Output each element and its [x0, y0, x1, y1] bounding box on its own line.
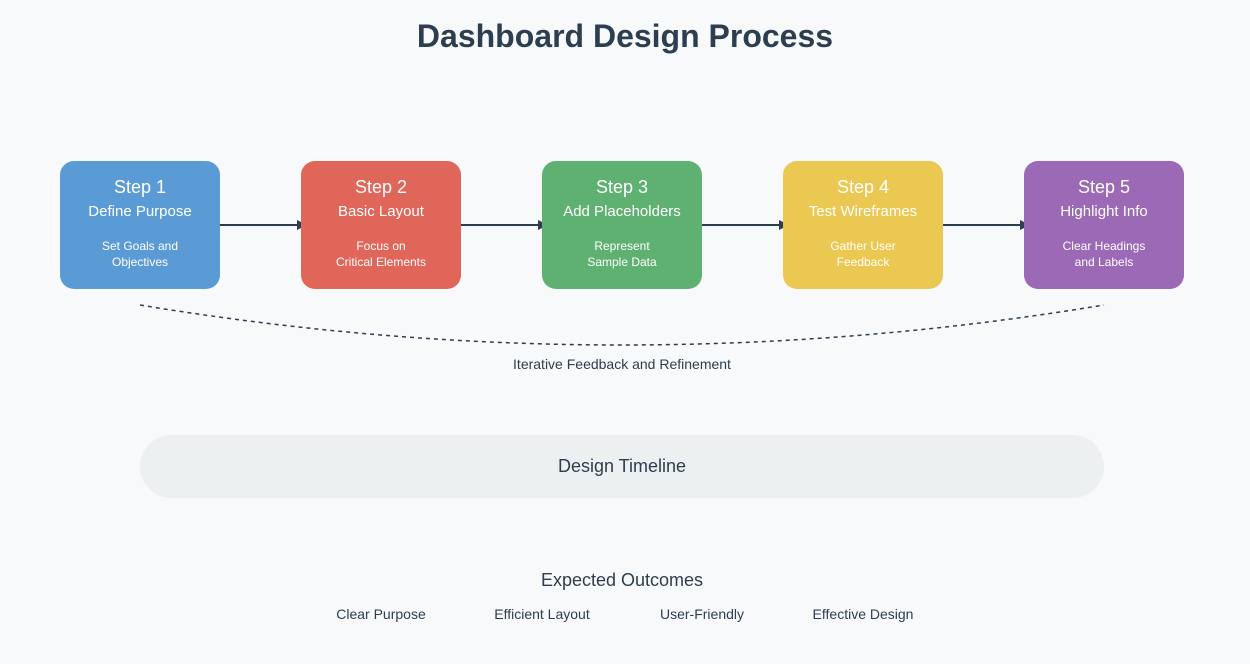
page-title: Dashboard Design Process [416, 18, 834, 54]
step-name: Basic Layout [338, 203, 424, 220]
outcome-item: Effective Design [812, 606, 914, 622]
design-timeline-bar: Design Timeline [140, 435, 1104, 498]
outcome-item: Efficient Layout [494, 606, 590, 622]
outcomes-title: Expected Outcomes [540, 570, 704, 590]
feedback-curve [139, 304, 1105, 346]
step-number: Step 5 [1077, 177, 1131, 197]
outcome-item: User-Friendly [659, 606, 744, 622]
step-name: Test Wireframes [808, 203, 918, 220]
outcome-item: Clear Purpose [336, 606, 426, 622]
step-number: Step 3 [595, 177, 649, 197]
step-number: Step 4 [836, 177, 890, 197]
step-name: Define Purpose [88, 203, 192, 220]
step-name: Highlight Info [1060, 203, 1148, 220]
step-number: Step 1 [113, 177, 167, 197]
step-number: Step 2 [354, 177, 408, 197]
feedback-loop-label: Iterative Feedback and Refinement [513, 356, 731, 372]
step-name: Add Placeholders [563, 203, 681, 220]
